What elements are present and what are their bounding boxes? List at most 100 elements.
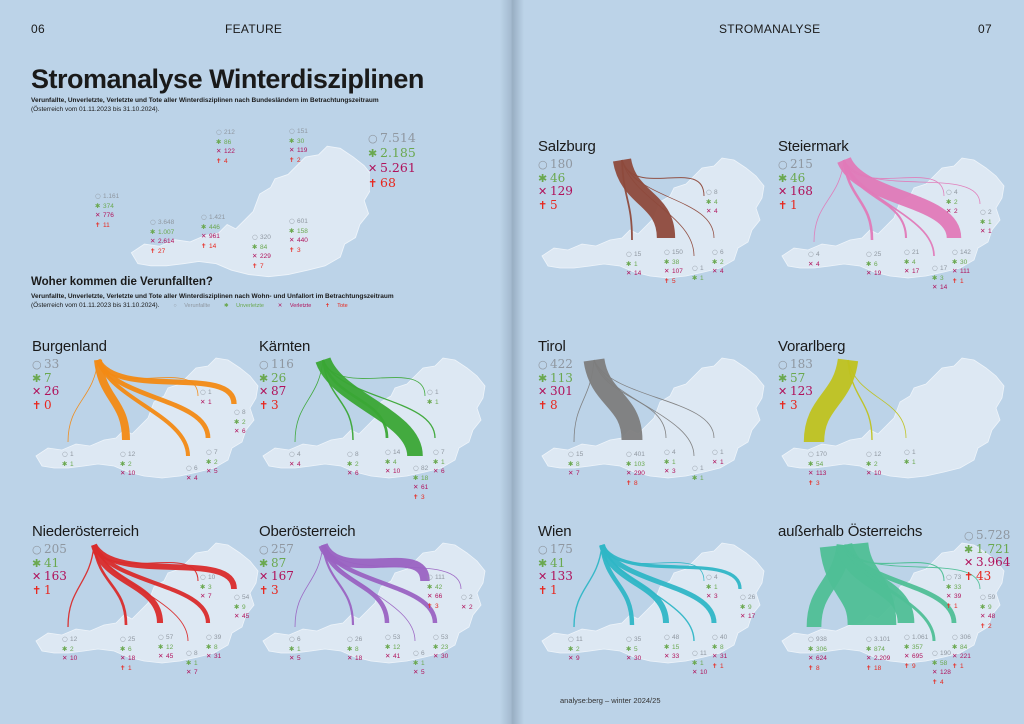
unverletzte-icon: ✱ (120, 644, 126, 653)
flow-panel-title: Kärnten (259, 338, 311, 355)
verletzte-icon: ✕ (904, 652, 910, 660)
verunfallte-icon: ○ (866, 250, 872, 258)
verletzte-icon: ✕ (32, 385, 42, 398)
unverletzte-icon: ✱ (626, 459, 632, 468)
verletzte-icon: ✕ (538, 385, 548, 398)
destination-label-t: ○3.101✱874✕2.209✝18 (866, 635, 891, 672)
unverletzte-icon: ✱ (712, 257, 718, 266)
unverletzte-icon: ✱ (186, 658, 192, 667)
tote-icon: ✝ (946, 601, 952, 610)
verunfallte-icon: ○ (946, 573, 952, 581)
verletzte-icon: ✕ (568, 654, 574, 662)
tote-icon: ✝ (778, 398, 788, 412)
verunfallte-icon: ○ (186, 464, 192, 472)
total-verunfallte: ○5.728 (964, 528, 1011, 542)
destination-label-s: ○48✱15✕33 (664, 633, 680, 660)
verletzte-icon: ✕ (259, 570, 269, 583)
tote-icon: ✝ (626, 478, 632, 487)
flow-panel-title: Niederösterreich (32, 523, 139, 540)
verunfallte-icon: ○ (692, 649, 698, 657)
verunfallte-icon: ○ (904, 248, 910, 256)
verletzte-icon: ✕ (706, 207, 712, 215)
destination-label-noe: ○2✱1✕1 (980, 208, 992, 235)
destination-label-noe: ○2✕2 (461, 593, 473, 611)
total-tote: ✝1 (538, 582, 558, 597)
verletzte-icon: ✕ (946, 207, 952, 215)
unverletzte-icon: ✱ (289, 644, 295, 653)
flow-panel-oberoesterreich: Oberösterreich○257✱87✕167✝3○6✱1✕5○26✱8✕1… (255, 517, 495, 692)
destination-label-t: ○401✱103✕290✝8 (626, 450, 645, 487)
unverletzte-icon: ✱ (259, 371, 269, 385)
verunfallte-icon: ○ (538, 158, 548, 171)
verletzte-icon: ✕ (413, 668, 419, 676)
unverletzte-icon: ✱ (427, 397, 433, 406)
verunfallte-icon: ○ (289, 450, 295, 458)
total-verletzte: ✕301 (538, 384, 573, 398)
origin-totals: ○205✱41✕163✝1 (32, 542, 67, 597)
unverletzte-icon: ✱ (952, 642, 958, 651)
destination-label-t: ○35✱5✕30 (626, 635, 642, 662)
total-verunfallte: ○257 (259, 542, 294, 556)
flow-map (781, 541, 1005, 664)
tote-icon: ✝ (32, 583, 42, 597)
unverletzte-icon: ✱ (946, 197, 952, 206)
unverletzte-icon: ✱ (234, 417, 240, 426)
total-verunfallte: ○33 (32, 357, 60, 371)
destination-label-k: ○17✱3✕14 (932, 264, 948, 291)
total-verunfallte: ○180 (538, 157, 573, 171)
verunfallte-icon: ○ (259, 358, 269, 371)
destination-label-s: ○150✱38✕107✝5 (664, 248, 683, 285)
verletzte-icon: ✕ (568, 469, 574, 477)
destination-label-s: ○53✱12✕41 (385, 633, 401, 660)
verunfallte-icon: ○ (952, 633, 958, 641)
book-gutter (500, 0, 524, 724)
unverletzte-icon: ✱ (347, 644, 353, 653)
flow-panel-tirol: Tirol○422✱113✕301✝8○15✱8✕7○401✱103✕290✝8… (534, 332, 774, 507)
verletzte-icon: ✕ (433, 467, 439, 475)
destination-label-t: ○25✱6✕18✝1 (120, 635, 136, 672)
verunfallte-icon: ○ (234, 593, 240, 601)
unverletzte-icon: ✱ (385, 457, 391, 466)
verunfallte-icon: ○ (866, 635, 872, 643)
verunfallte-icon: ○ (952, 248, 958, 256)
verletzte-icon: ✕ (200, 592, 206, 600)
verunfallte-icon: ○ (206, 448, 212, 456)
verunfallte-icon: ○ (158, 633, 164, 641)
verunfallte-icon: ○ (740, 593, 746, 601)
unverletzte-icon: ✱ (32, 371, 42, 385)
verunfallte-icon: ○ (368, 132, 378, 145)
verunfallte-icon: ○ (778, 158, 788, 171)
destination-label-st: ○7✱2✕5 (206, 448, 218, 475)
verletzte-icon: ✕ (289, 654, 295, 662)
destination-label-k: ○1✱1 (692, 464, 704, 482)
verunfallte-icon: ○ (461, 593, 467, 601)
destination-label-t: ○15✱1✕14 (626, 250, 642, 277)
verletzte-icon: ✕ (413, 483, 419, 491)
verletzte-icon: ✕ (626, 269, 632, 277)
verletzte-icon: ✕ (347, 654, 353, 662)
verunfallte-icon: ○ (904, 633, 910, 641)
verletzte-icon: ✕ (626, 654, 632, 662)
verunfallte-icon: ○ (706, 573, 712, 581)
destination-label-ooe: ○4✱2✕2 (946, 188, 958, 215)
verletzte-icon: ✕ (32, 570, 42, 583)
unverletzte-icon: ✱ (200, 582, 206, 591)
verletzte-icon: ✕ (808, 259, 814, 268)
destination-label-t: ○26✱8✕18 (347, 635, 363, 662)
verunfallte-icon: ○ (200, 388, 206, 396)
destination-label-noe: ○59✱9✕48✝2 (980, 593, 996, 630)
tote-icon: ✝ (808, 478, 814, 487)
verletzte-icon: ✕ (289, 459, 295, 468)
destination-label-k: ○11✱1✕10 (692, 649, 708, 676)
destination-label-k: ○6✱1✕5 (413, 649, 425, 676)
destination-label-st: ○142✱30✕111✝1 (952, 248, 971, 285)
flow-panel-niederoesterreich: Niederösterreich○205✱41✕163✝1○12✱2✕10○25… (28, 517, 268, 692)
unverletzte-icon: ✱ (158, 642, 164, 651)
unverletzte-icon: ✱ (904, 457, 910, 466)
verletzte-icon: ✕ (952, 652, 958, 660)
region-label-t: ○3.648 ✱1.007 ✕2.614 ✝27 (150, 218, 175, 255)
tote-icon: ✝ (538, 583, 548, 597)
destination-label-st: ○306✱84✕221✝1 (952, 633, 971, 670)
verletzte-icon: ✕ (778, 185, 788, 198)
verletzte-icon: ✕ (368, 162, 378, 175)
